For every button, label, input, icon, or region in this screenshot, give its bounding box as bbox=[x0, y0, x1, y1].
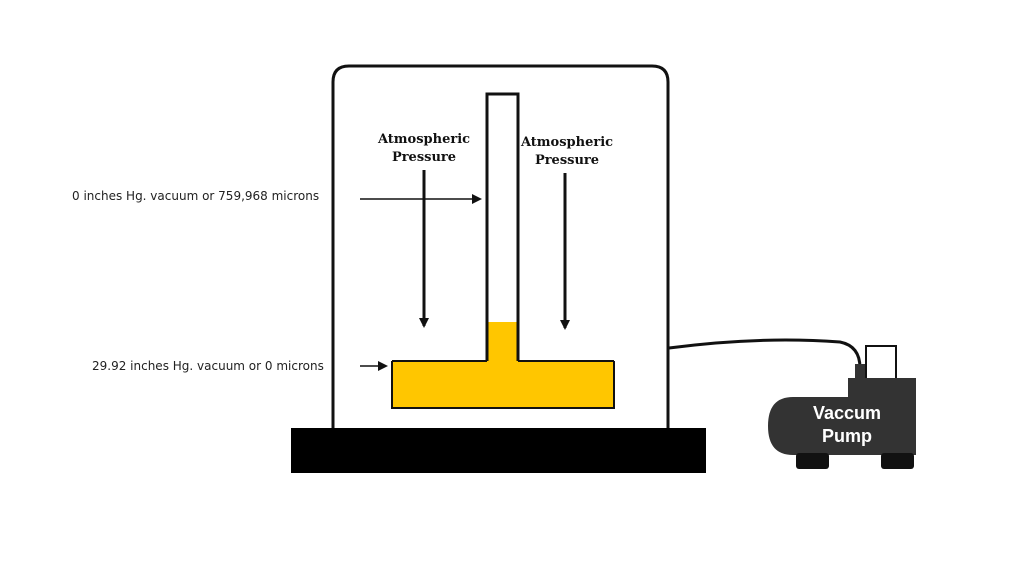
bell-jar bbox=[331, 64, 670, 428]
atmospheric-pressure-left-line1: Atmospheric bbox=[377, 132, 470, 147]
pump-label-line2: Pump bbox=[822, 426, 872, 446]
reservoir-outline bbox=[391, 361, 615, 409]
pump-handle bbox=[865, 345, 897, 378]
pump-body bbox=[768, 378, 916, 455]
base-plate bbox=[291, 428, 706, 473]
atmospheric-pressure-left-line2: Pressure bbox=[392, 150, 456, 165]
vacuum-hose bbox=[668, 338, 862, 369]
bottom-vacuum-label: 29.92 inches Hg. vacuum or 0 microns bbox=[92, 359, 324, 373]
hose-fitting bbox=[855, 364, 865, 378]
atmospheric-pressure-right-line2: Pressure bbox=[535, 153, 599, 168]
glass-tube bbox=[485, 92, 520, 361]
pump-foot-left bbox=[796, 453, 829, 469]
top-vacuum-label: 0 inches Hg. vacuum or 759,968 microns bbox=[72, 189, 319, 203]
atmospheric-pressure-right-line1: Atmospheric bbox=[520, 135, 613, 150]
pump-label-line1: Vaccum bbox=[813, 403, 881, 423]
mercury-reservoir bbox=[392, 337, 614, 408]
pump-foot-right bbox=[881, 453, 914, 469]
mercury-column bbox=[487, 322, 518, 364]
